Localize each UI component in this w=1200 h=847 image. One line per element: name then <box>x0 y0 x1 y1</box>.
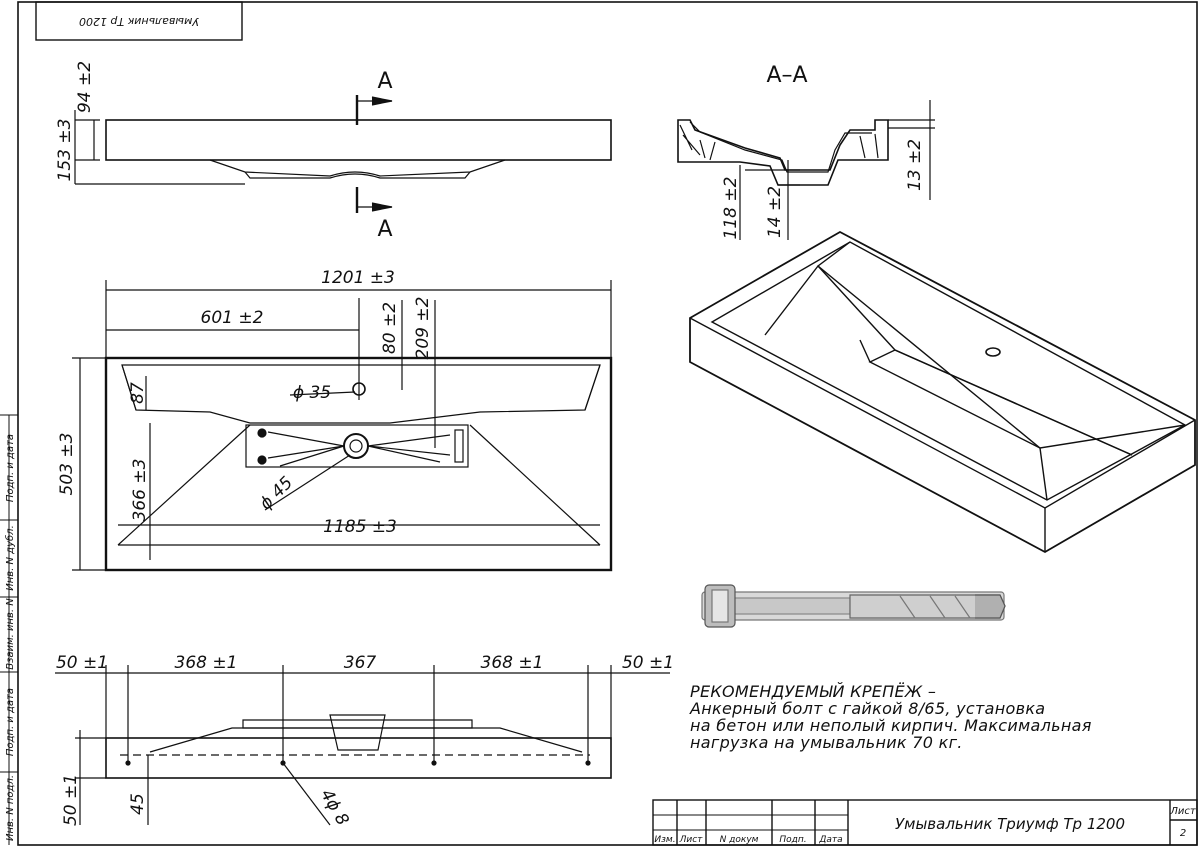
dim-50-left: 50 ±1 <box>56 653 108 673</box>
left-strip <box>0 414 18 845</box>
isometric-view <box>689 230 1196 554</box>
section-label-bottom: А <box>377 217 392 242</box>
tb-sheet-label: Лист <box>1169 806 1197 817</box>
dim-45: 45 <box>128 793 148 815</box>
left-strip-3: Взаим. инв. N <box>5 598 16 670</box>
left-strip-1: Подп. и дата <box>5 434 16 502</box>
section-view <box>677 100 935 240</box>
anchor-bolt-image <box>701 584 1006 628</box>
dim-601: 601 ±2 <box>201 308 264 328</box>
dim-87: 87 <box>128 382 148 404</box>
dim-1185: 1185 ±3 <box>323 517 397 537</box>
top-stamp-box <box>35 1 243 41</box>
dim-209: 209 ±2 <box>413 297 433 360</box>
dim-94: 94 ±2 <box>75 61 95 113</box>
side-view <box>74 95 612 213</box>
left-strip-2: Инв. N дубл. <box>4 525 16 591</box>
dim-368-left: 368 ±1 <box>175 653 238 673</box>
title-block <box>652 799 1198 846</box>
plan-view <box>72 280 613 572</box>
dim-50-right: 50 ±1 <box>622 653 674 673</box>
tb-sheet-number: 2 <box>1180 828 1186 839</box>
front-view <box>55 665 670 826</box>
tb-name: Умывальник Триумф Тр 1200 <box>895 815 1125 833</box>
dim-1201: 1201 ±3 <box>321 268 395 288</box>
dim-4phi8: 4ϕ 8 <box>316 786 353 829</box>
tb-col-izm: Изм. <box>654 835 675 845</box>
tb-col-sign: Подп. <box>779 835 806 845</box>
dim-503: 503 ±3 <box>57 433 77 496</box>
dim-80: 80 ±2 <box>380 302 400 354</box>
dim-50-vertical: 50 ±1 <box>61 774 81 826</box>
dim-14: 14 ±2 <box>765 186 785 238</box>
fastener-note: РЕКОМЕНДУЕМЫЙ КРЕПЁЖ – Анкерный болт с г… <box>690 683 1170 751</box>
tb-col-list: Лист <box>679 835 704 845</box>
tb-col-doc: N докум <box>720 835 759 845</box>
dim-118: 118 ±2 <box>721 177 741 240</box>
tb-col-date: Дата <box>818 835 842 845</box>
left-strip-5: Инв. N подл. <box>5 775 16 841</box>
dim-367: 367 <box>344 653 377 673</box>
note-line-2: Анкерный болт с гайкой 8/65, установка <box>690 699 1046 718</box>
dim-368-right: 368 ±1 <box>481 653 544 673</box>
note-line-1: РЕКОМЕНДУЕМЫЙ КРЕПЁЖ – <box>690 682 937 701</box>
dim-13: 13 ±2 <box>905 139 925 191</box>
section-title: А–А <box>766 63 807 88</box>
sheet-frame <box>17 1 1198 846</box>
dim-153: 153 ±3 <box>55 119 75 182</box>
note-line-3: на бетон или неполый кирпич. Максимальна… <box>690 716 1092 735</box>
note-line-4: нагрузка на умывальник 70 кг. <box>690 733 963 752</box>
section-label-top: А <box>377 69 392 94</box>
dim-366: 366 ±3 <box>130 459 150 522</box>
dim-phi35: ϕ 35 <box>293 383 331 403</box>
left-strip-4: Подп. и дата <box>5 688 16 756</box>
top-stamp-text: Умывальник Тр 1200 <box>79 15 199 28</box>
